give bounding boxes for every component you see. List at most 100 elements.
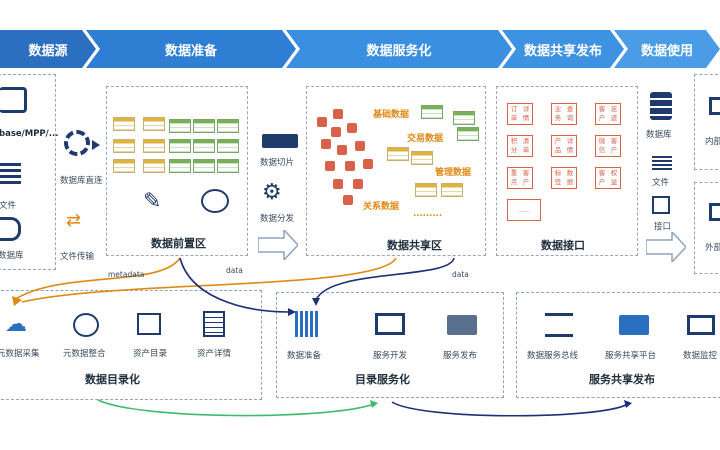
api-tag: 客户足迹 bbox=[595, 103, 621, 125]
use-outer-label: 外部 bbox=[705, 243, 720, 253]
arrow-right-icon bbox=[92, 140, 100, 150]
distribution-label: 数据分发 bbox=[260, 214, 295, 224]
table-icon bbox=[415, 183, 437, 197]
api-tag: 订单详情 bbox=[507, 103, 533, 125]
catalog-panel: ☁ 元数据采集 元数据整合 资产目录 资产详情 数据目录化 bbox=[0, 290, 262, 400]
table-icon bbox=[193, 159, 215, 173]
table-icon bbox=[457, 127, 479, 141]
table-icon bbox=[113, 139, 135, 153]
flow-label-metadata: metadata bbox=[108, 270, 145, 279]
shuffle-icon: ⇄ bbox=[66, 210, 82, 231]
publish-title: 服务共享发布 bbox=[589, 373, 655, 386]
expand-icon bbox=[652, 196, 670, 214]
data-block-icon bbox=[317, 117, 327, 127]
api-tag: 微信客户 bbox=[595, 135, 621, 157]
table-icon bbox=[217, 159, 239, 173]
database-stack-icon bbox=[650, 92, 672, 120]
file-list-icon bbox=[652, 156, 672, 170]
table-icon bbox=[411, 151, 433, 165]
presentation-icon bbox=[137, 313, 161, 335]
flow-icon bbox=[73, 313, 99, 337]
org-tree-icon bbox=[545, 313, 573, 337]
api-tag: 积分清单 bbox=[507, 135, 533, 157]
step-data-prep: 数据准备 bbox=[86, 30, 296, 68]
share-more: ......... bbox=[413, 209, 443, 219]
use-db-label: 数据库 bbox=[646, 130, 672, 140]
publish-item-label: 数据监控 bbox=[683, 351, 718, 361]
share-label-relation: 关系数据 bbox=[363, 202, 400, 212]
data-block-icon bbox=[347, 123, 357, 133]
table-icon bbox=[143, 139, 165, 153]
step-data-source: 数据源 bbox=[0, 30, 96, 68]
api-tag: 产品详情 bbox=[551, 135, 577, 157]
catalog-item-label: 元数据整合 bbox=[63, 349, 106, 359]
prep-title: 数据前置区 bbox=[151, 237, 206, 250]
table-icon bbox=[113, 117, 135, 131]
share-area: 基础数据 交易数据 管理数据 关系数据 ......... 数据共享区 bbox=[306, 86, 486, 256]
table-icon bbox=[143, 159, 165, 173]
database-icon bbox=[0, 87, 27, 113]
catalog-title: 数据目录化 bbox=[85, 373, 140, 386]
catalog-item-label: 元数据采集 bbox=[0, 349, 40, 359]
api-tag: 标签数据 bbox=[551, 167, 577, 189]
publish-item-label: 服务共享平台 bbox=[605, 351, 657, 361]
catalog-to-service-line bbox=[97, 399, 375, 417]
use-interface-label: 接口 bbox=[654, 222, 672, 232]
use-outer-panel: 外部 bbox=[694, 182, 720, 274]
publish-panel: 数据服务总线 服务共享平台 数据监控 服务共享发布 bbox=[516, 292, 720, 398]
step-data-use: 数据使用 bbox=[614, 30, 720, 68]
flow-label-data: data bbox=[452, 270, 469, 279]
data-block-icon bbox=[325, 161, 335, 171]
table-icon bbox=[169, 119, 191, 133]
network-icon bbox=[201, 189, 229, 213]
table-icon bbox=[169, 159, 191, 173]
table-icon bbox=[169, 139, 191, 153]
data-prep-icon bbox=[295, 311, 319, 337]
use-inner-panel: 内部 bbox=[694, 74, 720, 170]
catalog-item-label: 资产详情 bbox=[197, 349, 232, 359]
table-icon bbox=[193, 139, 215, 153]
use-inner-label: 内部 bbox=[705, 137, 720, 147]
service-item-label: 数据准备 bbox=[287, 351, 322, 361]
file-icon bbox=[0, 163, 21, 185]
source-outer-db-label: 外部数据库 bbox=[0, 251, 24, 261]
step-data-service: 数据服务化 bbox=[286, 30, 512, 68]
monitor-search-icon bbox=[687, 315, 715, 335]
document-icon bbox=[203, 311, 225, 337]
design-tools-icon: ✎ bbox=[143, 189, 162, 214]
source-panel: base/MPP/... 文件 外部数据库 bbox=[0, 74, 59, 270]
slicing-label: 数据切片 bbox=[260, 158, 295, 168]
prep-area: ✎ 数据前置区 bbox=[106, 86, 248, 256]
api-tag: 客户权益 bbox=[595, 167, 621, 189]
table-icon bbox=[453, 111, 475, 125]
source-file-label: 文件 bbox=[0, 201, 17, 211]
share-label-trade: 交易数据 bbox=[407, 134, 444, 144]
data-block-icon bbox=[353, 179, 363, 189]
table-icon bbox=[387, 147, 409, 161]
api-title: 数据接口 bbox=[541, 239, 585, 252]
cylinder-db-icon bbox=[0, 217, 21, 241]
source-db-label: base/MPP/... bbox=[0, 129, 59, 139]
table-icon bbox=[217, 119, 239, 133]
table-icon bbox=[193, 119, 215, 133]
data-block-icon bbox=[331, 127, 341, 137]
table-icon bbox=[113, 159, 135, 173]
monitor-icon bbox=[709, 97, 720, 115]
use-file-label: 文件 bbox=[652, 178, 670, 188]
laptop-icon bbox=[619, 315, 649, 335]
api-area: 订单详情 业务查询 客户足迹 积分清单 产品详情 微信客户 重点客户 标签数据 … bbox=[496, 86, 638, 256]
table-icon bbox=[143, 117, 165, 131]
share-title: 数据共享区 bbox=[387, 239, 442, 252]
api-tag: 业务查询 bbox=[551, 103, 577, 125]
publish-screen-icon bbox=[447, 315, 477, 335]
pipeline-header: 数据源 数据准备 数据服务化 数据共享发布 数据使用 bbox=[0, 30, 720, 68]
gears-icon: ⚙ bbox=[262, 180, 282, 205]
service-panel: 数据准备 服务开发 服务发布 目录服务化 bbox=[276, 292, 504, 398]
share-label-manage: 管理数据 bbox=[435, 168, 472, 178]
file-transfer-label: 文件传输 bbox=[60, 252, 95, 262]
monitor-icon bbox=[709, 203, 720, 221]
data-block-icon bbox=[363, 159, 373, 169]
service-item-label: 服务发布 bbox=[443, 351, 478, 361]
dev-monitor-icon bbox=[375, 313, 405, 335]
share-label-basic: 基础数据 bbox=[373, 110, 410, 120]
